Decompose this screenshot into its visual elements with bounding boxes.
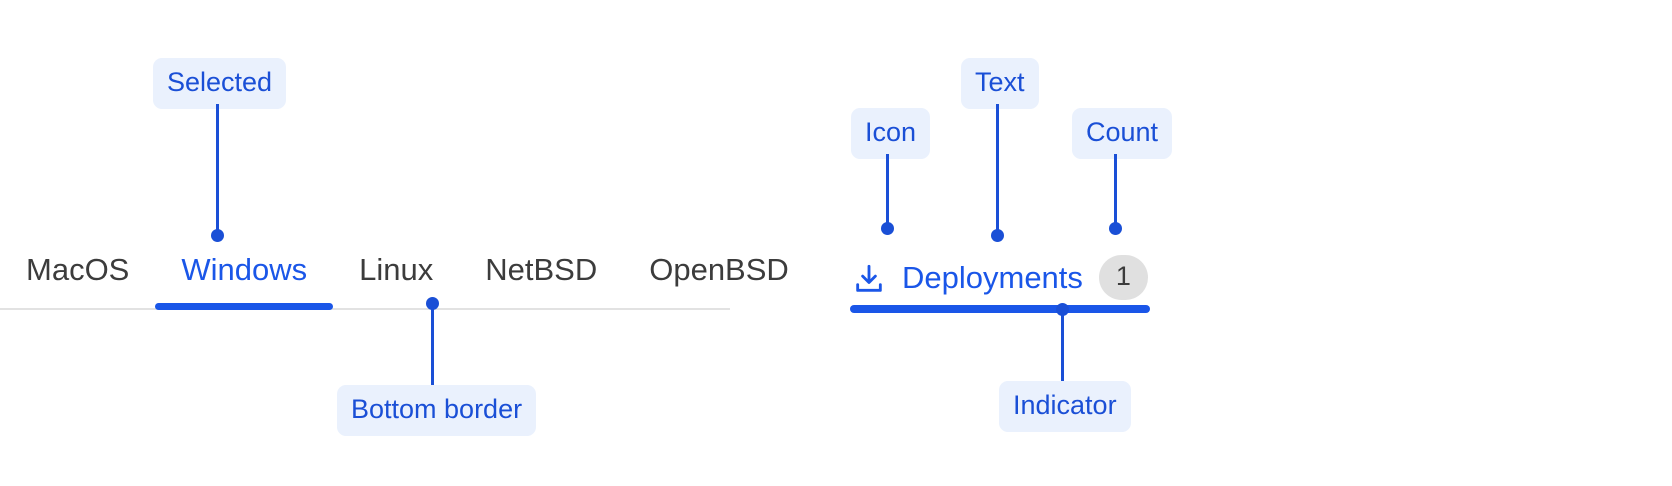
tab-netbsd[interactable]: NetBSD	[459, 244, 623, 308]
connector-selected	[216, 104, 219, 234]
tab-selected-indicator	[155, 303, 334, 310]
tab-list: MacOS Windows Linux NetBSD OpenBSD	[0, 244, 789, 310]
tab-label: Windows	[181, 252, 308, 287]
count-badge: 1	[1098, 254, 1148, 300]
download-icon	[852, 262, 886, 296]
tab-bar-os: MacOS Windows Linux NetBSD OpenBSD	[0, 244, 789, 310]
annotation-indicator: Indicator	[999, 381, 1131, 432]
tab-label: OpenBSD	[649, 252, 789, 287]
annotation-count: Count	[1072, 108, 1173, 159]
tab-selected-indicator	[850, 305, 1150, 313]
tab-windows[interactable]: Windows	[155, 244, 334, 310]
annotation-selected: Selected	[153, 58, 287, 109]
annotation-bottom-border: Bottom border	[337, 385, 537, 436]
tab-label: MacOS	[26, 252, 130, 287]
tab-label: Linux	[359, 252, 434, 287]
connector-dot-text	[991, 229, 1004, 242]
connector-dot-selected	[211, 229, 224, 242]
tab-openbsd[interactable]: OpenBSD	[623, 244, 815, 308]
connector-icon	[886, 154, 889, 234]
tab-label: NetBSD	[485, 252, 598, 287]
connector-count	[1114, 154, 1117, 234]
tab-label: Deployments	[902, 259, 1083, 295]
connector-indicator	[1061, 309, 1064, 381]
annotation-icon: Icon	[851, 108, 931, 159]
connector-dot-count	[1109, 222, 1122, 235]
tab-linux[interactable]: Linux	[333, 244, 459, 308]
connector-text	[996, 104, 999, 234]
tab-bar-deployments: Deployments 1	[850, 244, 1150, 313]
tab-deployments[interactable]: Deployments 1	[850, 244, 1150, 313]
connector-dot-icon	[881, 222, 894, 235]
connector-bottom-border	[431, 303, 434, 385]
tab-macos[interactable]: MacOS	[0, 244, 155, 308]
annotation-text: Text	[961, 58, 1039, 109]
